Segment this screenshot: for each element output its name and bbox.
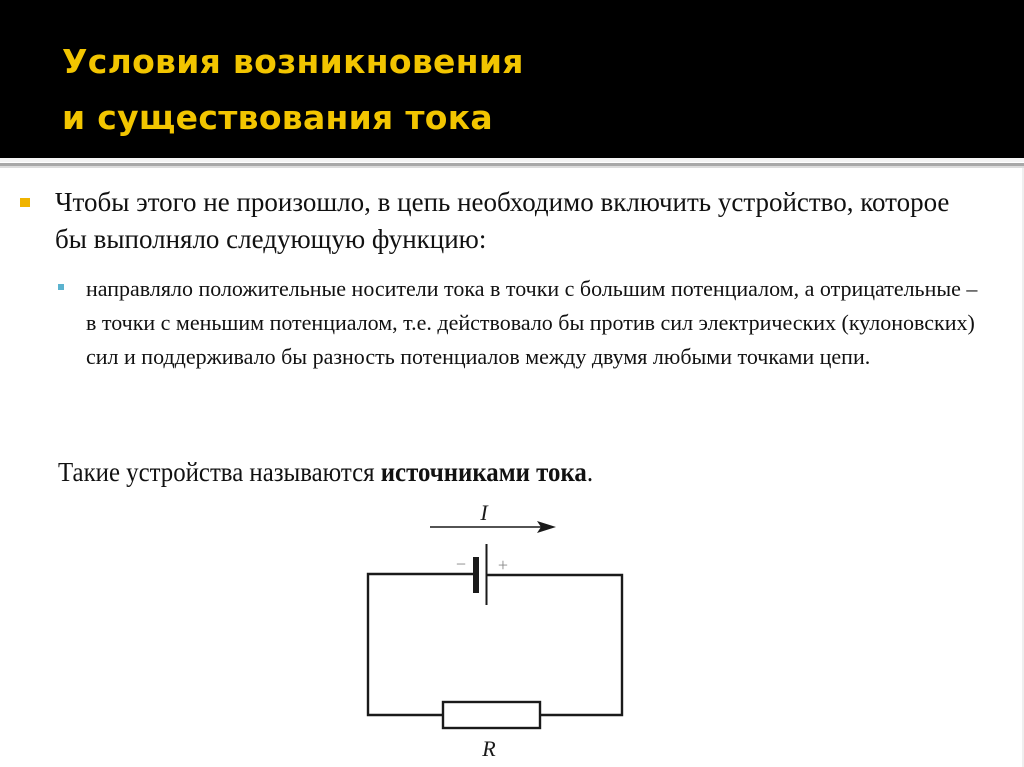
slide-right-edge bbox=[1022, 168, 1024, 767]
divider-light bbox=[0, 166, 1024, 168]
title-line-1: Условия возникновения bbox=[62, 42, 524, 81]
divider-gray bbox=[0, 163, 1024, 166]
conclusion-text: Такие устройства называются источниками … bbox=[58, 452, 593, 492]
conclusion-suffix: . bbox=[586, 457, 594, 487]
slide-header: Условия возникновения и существования то… bbox=[0, 0, 1024, 158]
resistor-label: R bbox=[481, 736, 496, 761]
bullet-text-level2: направляло положительные носители тока в… bbox=[86, 276, 978, 369]
minus-label: − bbox=[456, 554, 466, 574]
resistor-icon bbox=[441, 700, 542, 730]
plus-label: + bbox=[498, 555, 508, 575]
battery-icon bbox=[473, 544, 488, 605]
slide-title: Условия возникновения и существования то… bbox=[62, 34, 524, 146]
title-line-2: и существования тока bbox=[62, 98, 494, 137]
conclusion-bold-term: источниками тока bbox=[380, 457, 587, 487]
circuit-wires bbox=[366, 572, 624, 717]
divider-white bbox=[0, 158, 1024, 162]
current-label: I bbox=[479, 500, 489, 525]
square-bullet-icon bbox=[20, 198, 30, 207]
bullet-text-level1: Чтобы этого не произошло, в цепь необход… bbox=[55, 187, 950, 254]
conclusion-prefix: Такие устройства называются bbox=[58, 457, 381, 487]
small-square-bullet-icon bbox=[58, 284, 64, 290]
current-arrow-icon bbox=[430, 521, 556, 533]
